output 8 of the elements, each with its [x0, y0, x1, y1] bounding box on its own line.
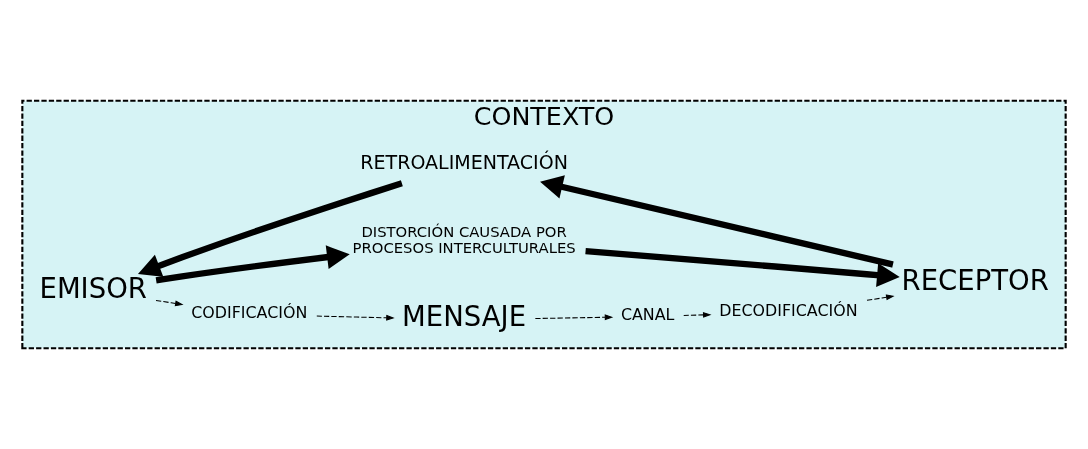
node-text: MENSAJE	[402, 300, 527, 333]
node-text: RECEPTOR	[901, 264, 1049, 297]
node-text: EMISOR	[39, 271, 147, 304]
node-text: RETROALIMENTACIÓN	[360, 150, 568, 173]
node-text: DISTORCIÓN CAUSADA POR PROCESOS INTERCULTURALES	[352, 223, 576, 257]
node-text: CODIFICACIÓN	[191, 303, 308, 323]
node-text: CANAL	[620, 305, 675, 325]
node-text: DECODIFICACIÓN	[719, 301, 858, 321]
